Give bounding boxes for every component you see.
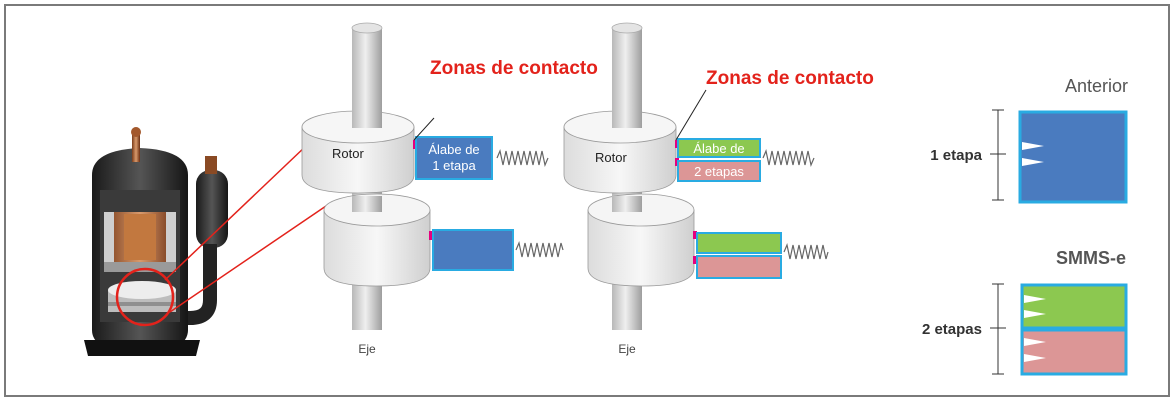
spring-icon bbox=[496, 149, 549, 167]
spring-icon bbox=[515, 241, 564, 258]
rotor-label-right: Rotor bbox=[595, 150, 627, 165]
contact-zones-title-right: Zonas de contacto bbox=[706, 68, 874, 89]
rotor-assembly-single bbox=[301, 22, 564, 330]
legend-smms-title: SMMS-e bbox=[1056, 248, 1126, 268]
legend-anterior bbox=[990, 109, 1128, 204]
legend-smms bbox=[990, 283, 1128, 376]
vane-two-stage-lower-pink bbox=[696, 255, 782, 279]
rotor-label-left: Rotor bbox=[332, 146, 364, 161]
shaft-label-right: Eje bbox=[618, 342, 636, 356]
shaft-label-left: Eje bbox=[358, 342, 376, 356]
contact-zone-mark bbox=[693, 256, 697, 264]
vane-two-stage-upper-pink bbox=[677, 160, 761, 182]
vane-single-label-line1: Álabe de bbox=[428, 142, 479, 157]
vane-double-label-bottom: 2 etapas bbox=[694, 164, 744, 179]
vane-single-stage-upper bbox=[415, 136, 493, 180]
legend-block-two-stage-green bbox=[1020, 283, 1128, 330]
legend-block-two-stage-pink bbox=[1020, 328, 1128, 376]
legend-one-stage-label: 1 etapa bbox=[930, 147, 982, 164]
vane-single-label-line2: 1 etapa bbox=[432, 158, 476, 173]
legend-block-one-stage bbox=[1018, 110, 1128, 204]
zoom-line-bottom bbox=[169, 205, 327, 313]
zoom-line-top bbox=[164, 144, 308, 281]
contact-zone-mark bbox=[429, 231, 433, 240]
spring-icon bbox=[783, 243, 829, 260]
spring-icon bbox=[762, 149, 815, 167]
legend-two-stage-label: 2 etapas bbox=[922, 321, 982, 338]
contact-zone-mark bbox=[693, 231, 697, 239]
vane-double-label-top: Álabe de bbox=[693, 141, 744, 156]
compressor-illustration bbox=[84, 127, 228, 356]
legend-anterior-title: Anterior bbox=[1065, 76, 1128, 96]
vane-two-stage-lower-green bbox=[696, 232, 782, 254]
contact-zones-title-left: Zonas de contacto bbox=[430, 58, 598, 79]
vane-two-stage-upper-green bbox=[677, 138, 761, 158]
rotor-assembly-double bbox=[563, 22, 829, 330]
vane-single-stage-lower bbox=[432, 229, 514, 271]
